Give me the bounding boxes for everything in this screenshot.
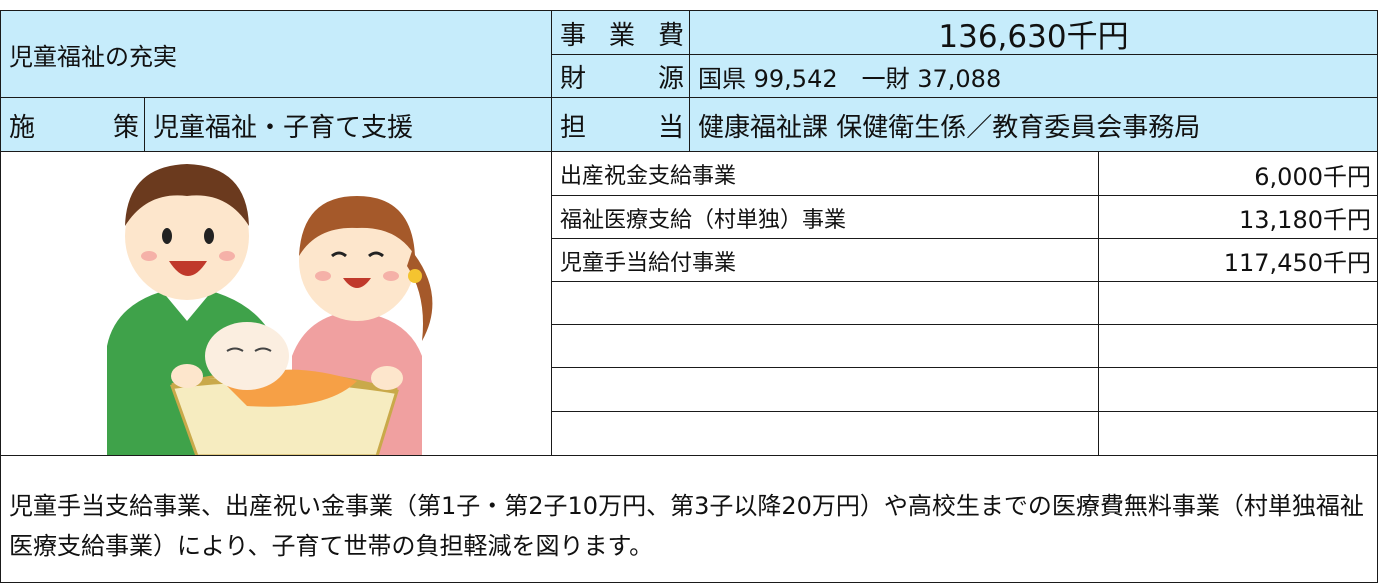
policy-value: 児童福祉・子育て支援 bbox=[144, 97, 553, 153]
section-title-text: 児童福祉の充実 bbox=[9, 43, 177, 71]
project-amount: 6,000千円 bbox=[1098, 151, 1378, 197]
project-amount: 13,180千円 bbox=[1098, 195, 1378, 240]
section-title: 児童福祉の充実 bbox=[0, 10, 553, 99]
department-label: 担 当 bbox=[551, 97, 691, 153]
policy-label: 施 策 bbox=[0, 97, 146, 153]
project-amount bbox=[1098, 367, 1378, 413]
project-name bbox=[551, 324, 1100, 369]
project-name: 児童手当給付事業 bbox=[551, 238, 1100, 283]
cost-label: 事 業 費 bbox=[551, 10, 691, 56]
description-text: 児童手当支給事業、出産祝い金事業（第1子・第2子10万円、第3子以降20万円）や… bbox=[9, 492, 1364, 560]
project-name bbox=[551, 281, 1100, 326]
project-amount bbox=[1098, 324, 1378, 369]
project-name bbox=[551, 367, 1100, 413]
funding-source-label: 財 源 bbox=[551, 54, 691, 99]
cost-value: 136,630千円 bbox=[689, 10, 1378, 56]
project-amount: 117,450千円 bbox=[1098, 238, 1378, 283]
department-value: 健康福祉課 保健衛生係／教育委員会事務局 bbox=[689, 97, 1378, 153]
project-amount bbox=[1098, 281, 1378, 326]
project-amount bbox=[1098, 411, 1378, 457]
family-with-baby-illustration-icon bbox=[106, 164, 432, 456]
illustration-cell bbox=[0, 151, 553, 457]
description-box: 児童手当支給事業、出産祝い金事業（第1子・第2子10万円、第3子以降20万円）や… bbox=[0, 455, 1378, 583]
project-name: 出産祝金支給事業 bbox=[551, 151, 1100, 197]
project-name bbox=[551, 411, 1100, 457]
project-name: 福祉医療支給（村単独）事業 bbox=[551, 195, 1100, 240]
funding-source-value: 国県 99,542 一財 37,088 bbox=[689, 54, 1378, 99]
